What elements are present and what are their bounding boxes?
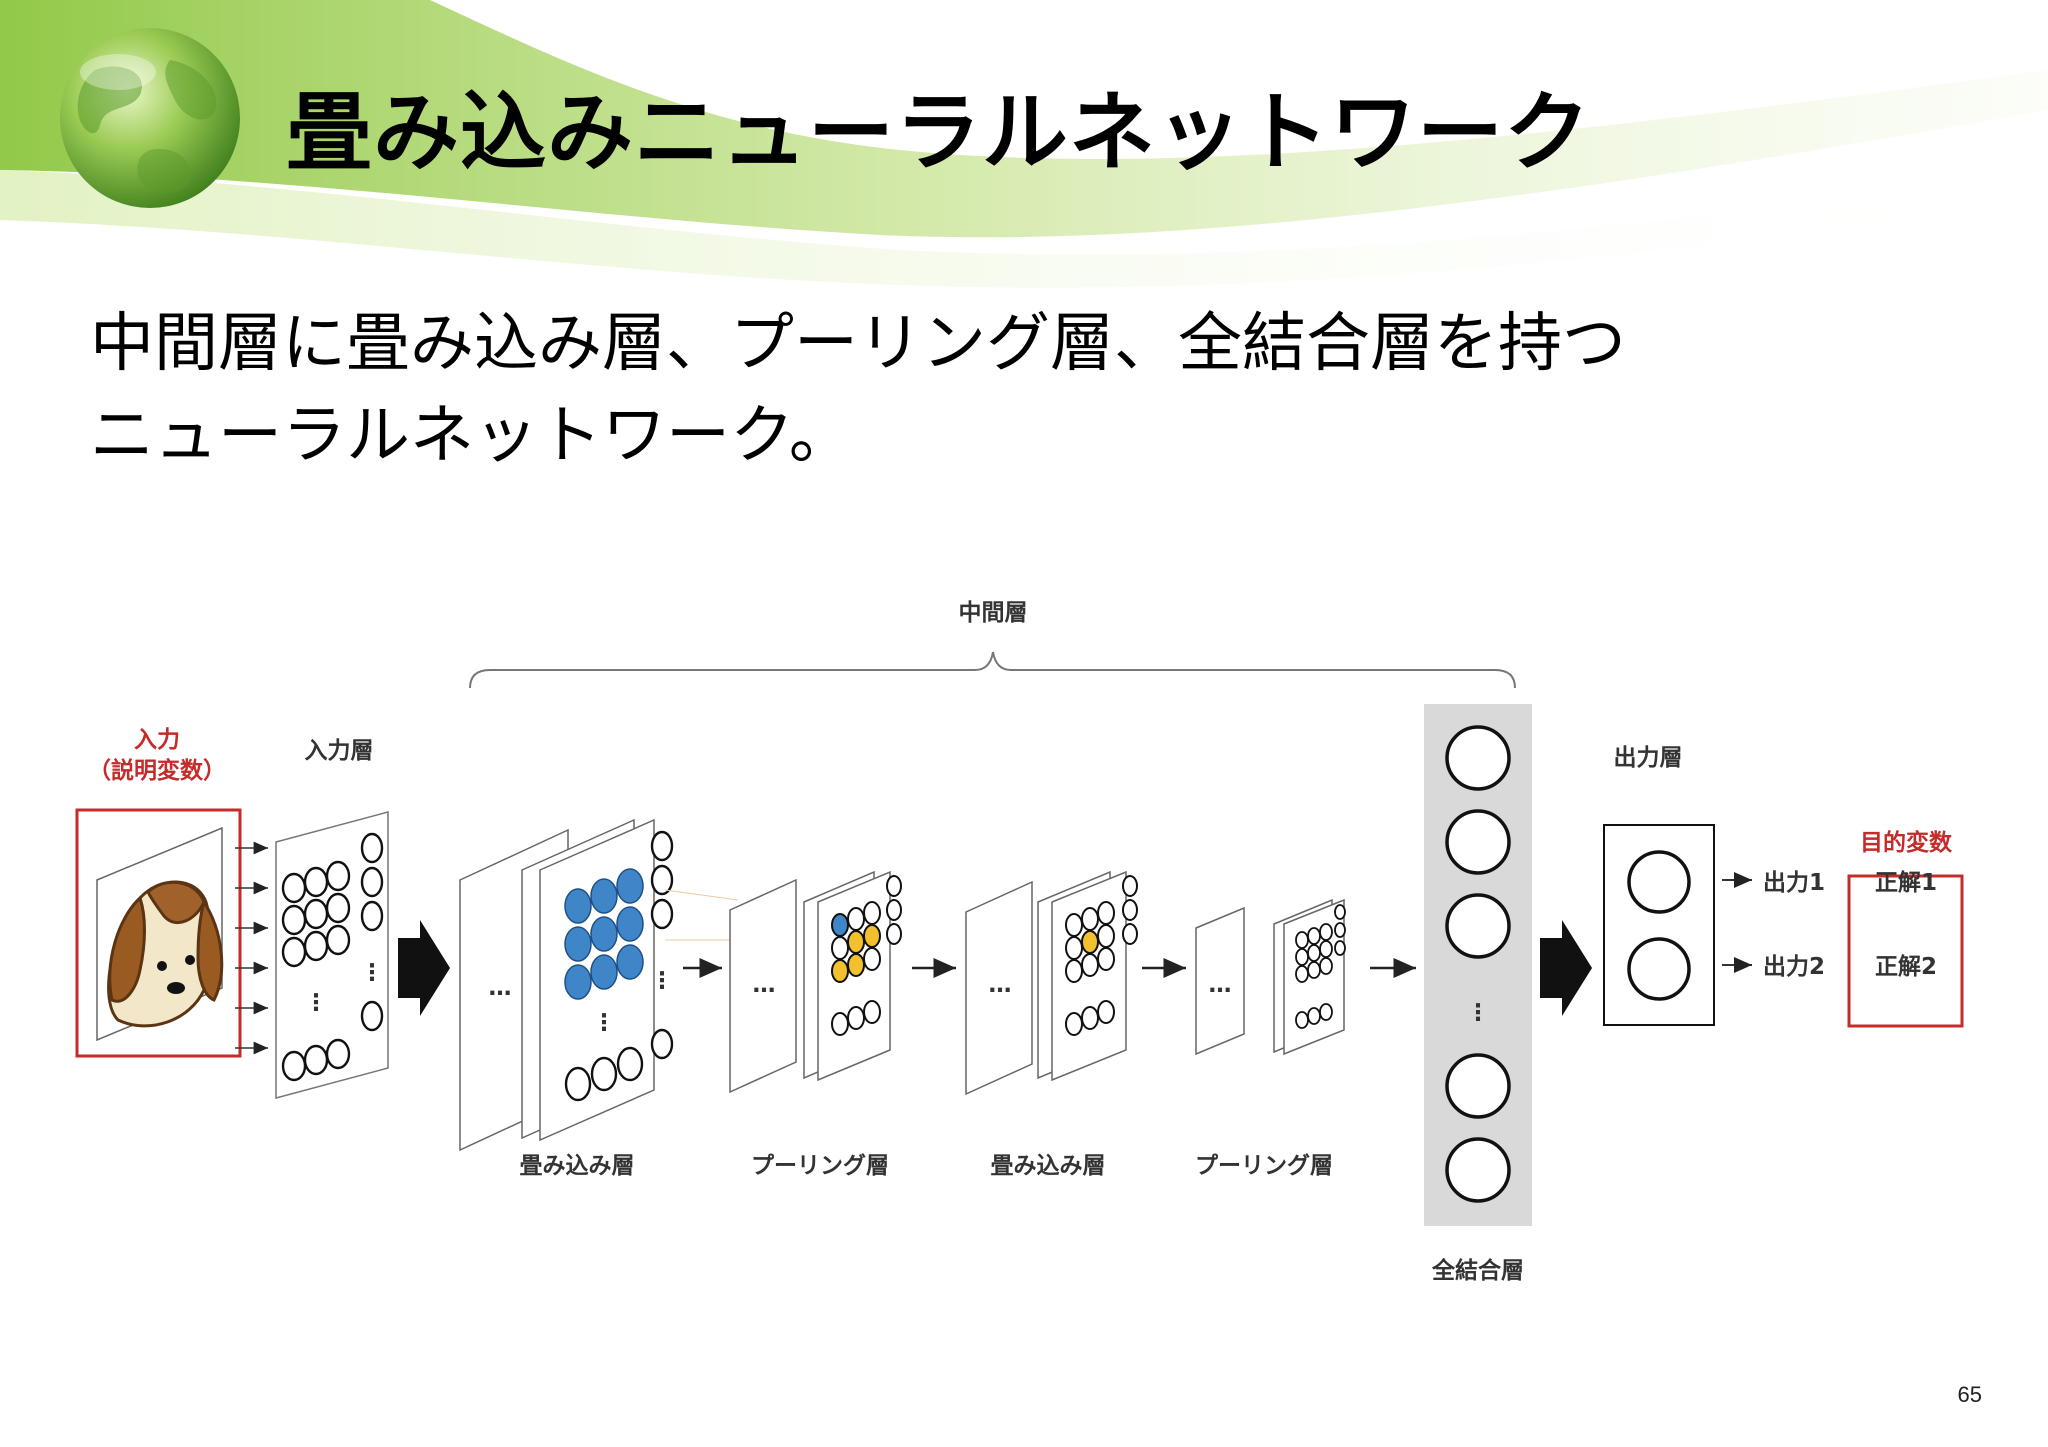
input-layer-dots-side: ⋮ <box>361 960 384 986</box>
body-line-2: ニューラルネットワーク。 <box>90 399 853 473</box>
pool-layer-2: … <box>1195 898 1346 1056</box>
input-layer-label: 入力層 <box>305 738 374 764</box>
conv-layer-2-label: 畳み込み層 <box>991 1153 1106 1179</box>
input-title: 入力 <box>134 727 180 753</box>
cnn-diagram: 中間層 入力 （説明変数） 入力層 ⋮ ⋮ … <box>75 600 1964 1284</box>
slide-title: 畳み込みニューラルネットワーク <box>286 83 1591 183</box>
target-variable-label: 目的変数 <box>1860 829 1953 856</box>
pool1-dots: … <box>753 972 776 998</box>
input-subtitle: （説明変数） <box>88 757 226 784</box>
input-layer-neurons <box>281 832 384 1082</box>
body-text: 中間層に畳み込み層、プーリング層、全結合層を持つ ニューラルネットワーク。 <box>90 298 1626 482</box>
body-line-1: 中間層に畳み込み層、プーリング層、全結合層を持つ <box>90 307 1626 381</box>
middle-layer-brace <box>469 651 1516 689</box>
target-variable-box <box>1847 874 1964 1028</box>
header-decoration <box>0 0 2048 288</box>
conv-layer-1: … ⋮ ⋮ <box>459 818 739 1152</box>
conv1-dots: … <box>489 975 512 1001</box>
output-layer-label: 出力層 <box>1614 745 1683 771</box>
conv-layer-2: … <box>965 870 1138 1096</box>
output-1-label: 出力1 <box>1763 870 1825 896</box>
input-arrows <box>235 841 268 1055</box>
answer-1-label: 正解1 <box>1875 869 1937 896</box>
pool-layer-1-label: プーリング層 <box>751 1152 889 1179</box>
answer-2-label: 正解2 <box>1875 953 1937 980</box>
page-number: 65 <box>1957 1382 1982 1407</box>
fc-layer-dots: ⋮ <box>1467 1000 1490 1026</box>
fc-layer-label: 全結合層 <box>1431 1257 1524 1284</box>
conv-layer-1-label: 畳み込み層 <box>520 1153 635 1179</box>
globe-icon <box>60 28 240 208</box>
big-arrow-1 <box>398 920 450 1016</box>
big-arrow-2 <box>1540 920 1592 1016</box>
pool-layer-1: … <box>729 870 902 1094</box>
output-neurons <box>1627 850 1691 1001</box>
conv1-vdots: ⋮ <box>593 1010 616 1036</box>
dog-icon <box>107 880 224 1028</box>
input-layer-dots: ⋮ <box>305 990 328 1016</box>
input-image-frame <box>75 808 242 1058</box>
conv1-side-dots: ⋮ <box>651 968 674 994</box>
middle-layer-label: 中間層 <box>959 600 1028 626</box>
pool-layer-2-label: プーリング層 <box>1195 1152 1333 1179</box>
pool2-dots: … <box>1209 972 1232 998</box>
conv2-dots: … <box>989 972 1012 998</box>
output-2-label: 出力2 <box>1763 954 1825 980</box>
fc-layer-neurons <box>1445 725 1511 1203</box>
